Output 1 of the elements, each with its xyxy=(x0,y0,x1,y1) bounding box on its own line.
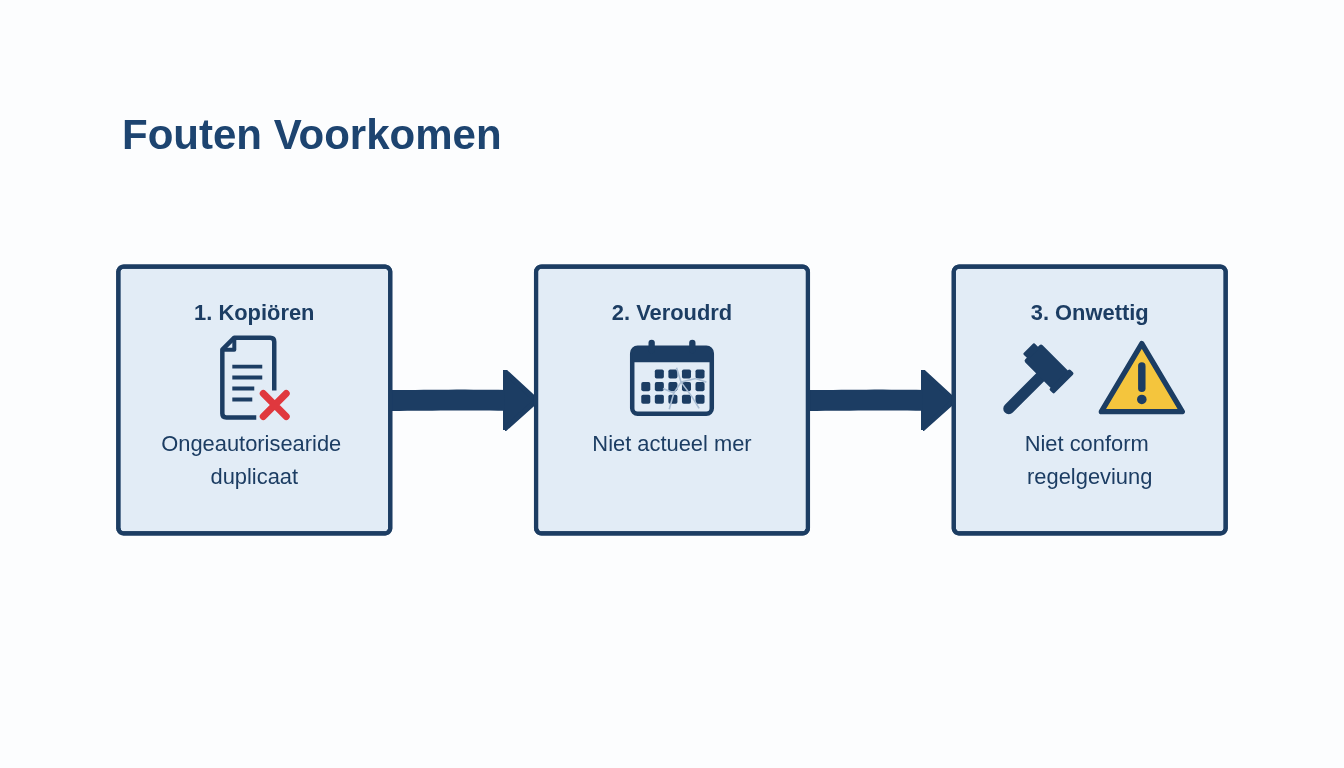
diagram-title: Fouten Voorkomen xyxy=(122,110,502,160)
